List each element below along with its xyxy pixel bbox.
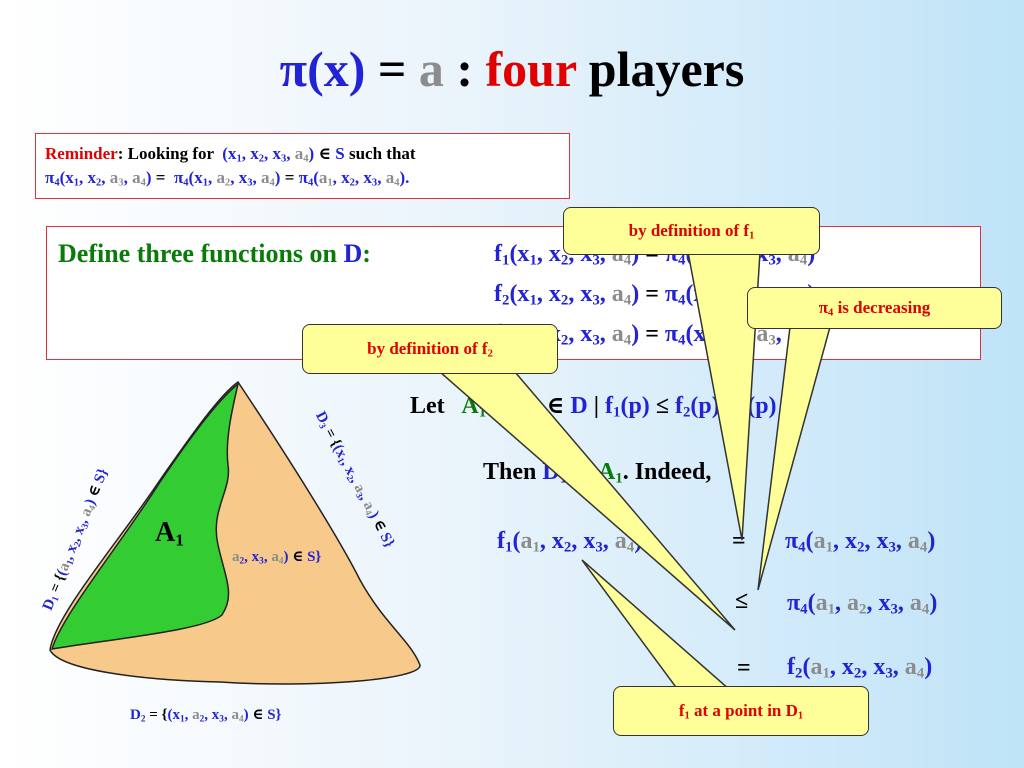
reminder-such-that: such that — [344, 144, 416, 163]
let-line: Let A1 = { p ∈ D | f1(p) ≤ f2(p), f3(p) … — [410, 393, 793, 421]
page-title: π(x) = a : four players — [0, 40, 1024, 98]
reminder-text: : Looking for — [117, 144, 219, 163]
callout-def-f2: by definition of f2 — [302, 324, 558, 374]
proof-lhs: f1(a1, x2, x3, a4) — [497, 528, 643, 556]
proof-eq-2: = — [737, 655, 751, 681]
title-a: a — [418, 41, 444, 97]
define-intro: Define three functions on D: — [58, 239, 371, 268]
proof-rhs-1: π4(a1, x2, x3, a4) — [785, 528, 936, 556]
reminder-in-s: ∈ S — [318, 144, 345, 163]
callout-def-f1: by definition of f1 — [563, 207, 820, 255]
title-pi: π — [279, 41, 308, 97]
reminder-box: Reminder: Looking for (x1, x2, x3, a4) ∈… — [35, 133, 570, 199]
tail-c4 — [581, 559, 732, 691]
reminder-line-2: π4(x1, x2, a3, a4) = π4(x1, a2, x3, a4) … — [45, 168, 410, 189]
title-eq: = — [365, 41, 419, 97]
title-colon: : — [443, 41, 486, 97]
d2-label: D2 = {(x1, a2, x3, a4) ∈ S} — [130, 707, 282, 725]
domain-diagram — [49, 380, 421, 685]
title-lparen: ( — [307, 41, 324, 97]
a1-label: A1 — [155, 517, 184, 550]
callout-f1-point-d1: f1 at a point in D1 — [613, 686, 869, 736]
callout-pi4-decreasing: π4 is decreasing — [747, 287, 1002, 329]
proof-eq-1: = — [732, 528, 746, 554]
title-rparen: ) — [348, 41, 366, 97]
proof-rhs-3: f2(a1, x2, x3, a4) — [787, 654, 933, 682]
title-players: players — [576, 41, 745, 97]
proof-rhs-2: π4(a1, a2, x3, a4) — [787, 590, 938, 618]
reminder-line-1: Reminder: Looking for (x1, x2, x3, a4) ∈… — [45, 142, 569, 166]
region-a1-green — [50, 382, 240, 650]
proof-le: ≤ — [735, 588, 749, 614]
reminder-tuple: (x1, x2, x3, a4) — [218, 144, 315, 165]
title-four: four — [485, 41, 577, 97]
title-x: x — [323, 41, 349, 97]
d1-inner-label: a2, x3, a4) ∈ S} — [232, 549, 322, 567]
reminder-label: Reminder — [45, 144, 118, 163]
then-line: Then D1 ⊆ A1. Indeed, — [483, 459, 712, 487]
